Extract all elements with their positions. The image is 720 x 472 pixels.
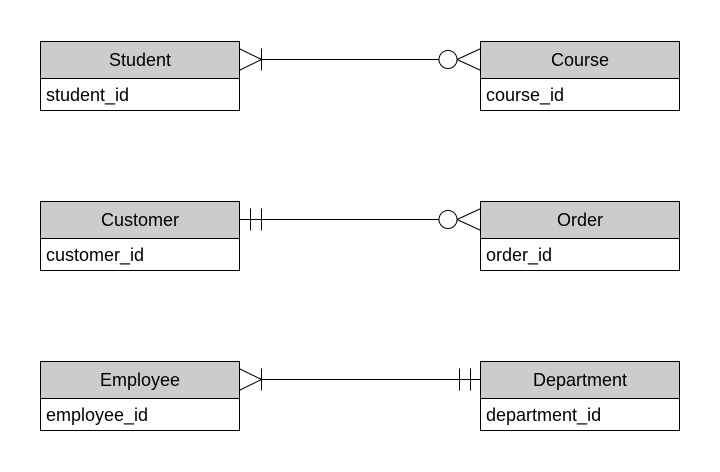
entity-title: Employee	[41, 362, 239, 399]
entity-title: Customer	[41, 202, 239, 239]
entity-attribute: department_id	[481, 399, 679, 430]
cardinality-exactly-one-icon	[251, 209, 262, 231]
entity-attribute: student_id	[41, 79, 239, 110]
relationship-employee-department[interactable]	[239, 369, 481, 391]
cardinality-exactly-one-icon	[460, 369, 471, 391]
entity-order[interactable]: Order order_id	[480, 201, 680, 271]
entity-title: Course	[481, 42, 679, 79]
entity-customer[interactable]: Customer customer_id	[40, 201, 240, 271]
cardinality-zero-or-many-icon	[439, 209, 481, 231]
entity-title: Order	[481, 202, 679, 239]
cardinality-zero-or-many-icon	[439, 49, 481, 71]
cardinality-one-or-many-icon	[239, 49, 262, 71]
entity-employee[interactable]: Employee employee_id	[40, 361, 240, 431]
entity-department[interactable]: Department department_id	[480, 361, 680, 431]
entity-title: Department	[481, 362, 679, 399]
entity-attribute: employee_id	[41, 399, 239, 430]
relationship-student-course[interactable]	[239, 49, 481, 71]
entity-attribute: customer_id	[41, 239, 239, 270]
entity-title: Student	[41, 42, 239, 79]
relationship-customer-order[interactable]	[240, 209, 481, 231]
entity-attribute: course_id	[481, 79, 679, 110]
entity-attribute: order_id	[481, 239, 679, 270]
entity-student[interactable]: Student student_id	[40, 41, 240, 111]
entity-course[interactable]: Course course_id	[480, 41, 680, 111]
cardinality-one-or-many-icon	[239, 369, 262, 391]
